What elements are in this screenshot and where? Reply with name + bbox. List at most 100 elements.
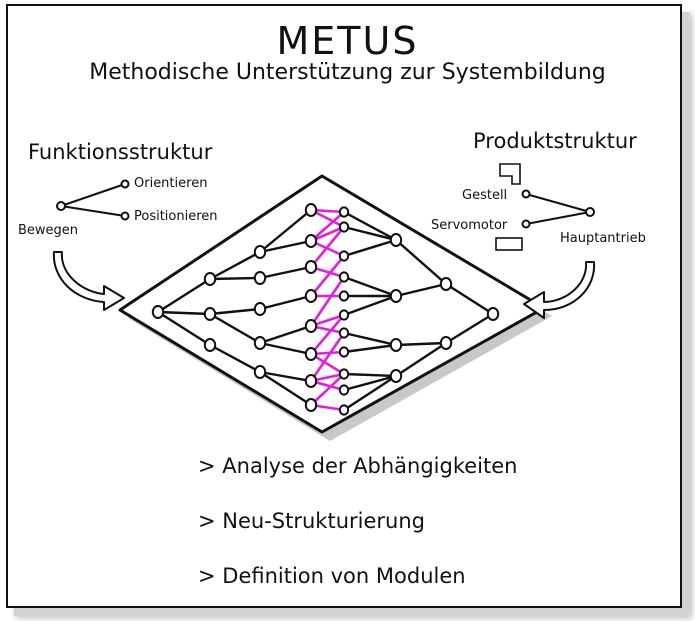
tree-node: [304, 398, 318, 412]
func-tree-edge: [60, 205, 126, 217]
tree-edge: [394, 341, 448, 347]
tree-node: [338, 206, 350, 218]
tree-node: [304, 260, 318, 274]
dependency-link: [309, 210, 346, 243]
function-label-orientieren: Orientieren: [134, 176, 208, 191]
tree-node: [338, 384, 350, 396]
tree-edge: [258, 370, 313, 383]
tree-node: [253, 271, 267, 285]
prod-tree-edge: [525, 211, 591, 225]
tree-node: [253, 365, 267, 379]
gestell-part-icon: [499, 163, 521, 185]
tree-edge: [342, 374, 398, 412]
tree-node: [304, 234, 318, 248]
tree-node: [338, 404, 350, 416]
tree-edge: [394, 238, 448, 286]
tree-edge: [394, 341, 448, 378]
dependency-link: [309, 331, 346, 383]
tree-edge: [258, 341, 313, 356]
function-structure-heading: Funktionsstruktur: [28, 140, 213, 164]
arrow-curved-left-icon: [523, 261, 596, 319]
tree-edge: [258, 239, 313, 254]
tree-node: [304, 374, 318, 388]
tree-edge: [156, 310, 212, 347]
tree-node: [304, 289, 318, 303]
tree-edge: [156, 310, 212, 316]
tree-edge: [342, 331, 398, 347]
function-tree: [56, 179, 130, 221]
tree-node: [338, 327, 350, 339]
tree-edges: [156, 208, 495, 412]
func-tree-edge: [60, 183, 126, 207]
tree-edge: [258, 370, 313, 407]
tree-edge: [156, 277, 212, 314]
tree-node: [304, 319, 318, 333]
tree-node: [253, 245, 267, 259]
tree-node: [203, 272, 217, 286]
tree-edge: [342, 210, 398, 242]
product-structure-heading: Produktstruktur: [473, 129, 637, 153]
dependency-link: [309, 372, 346, 407]
func-child-node: [120, 211, 130, 221]
tree-edge: [258, 324, 313, 345]
product-label-hauptantrieb: Hauptantrieb: [560, 231, 646, 246]
tree-edge: [444, 312, 495, 345]
servomotor-part-icon: [495, 237, 523, 251]
tree-edge: [258, 265, 313, 280]
tree-nodes: [151, 203, 500, 416]
tree-node: [304, 203, 318, 217]
tree-node: [253, 336, 267, 350]
tree-node: [338, 271, 350, 283]
product-label-gestell: Gestell: [462, 188, 508, 203]
tree-edge: [258, 208, 313, 254]
tree-node: [389, 338, 403, 352]
tree-node: [439, 336, 453, 350]
tree-edge: [342, 225, 398, 242]
tree-edge: [342, 343, 398, 354]
product-label-servomotor: Servomotor: [431, 218, 508, 233]
function-label-bewegen: Bewegen: [18, 223, 79, 238]
tree-node: [338, 309, 350, 321]
tree-node: [304, 347, 318, 361]
prod-tree-edge: [525, 193, 591, 213]
func-child-node: [120, 179, 130, 189]
arrow-curved-right-icon: [52, 251, 125, 311]
tree-edge: [444, 282, 495, 316]
tree-node: [338, 368, 350, 380]
dependency-link: [309, 352, 346, 376]
tree-node: [203, 307, 217, 321]
prod-root-node: [585, 207, 595, 217]
tree-node: [151, 305, 165, 319]
page-subtitle: Methodische Unterstützung zur Systembild…: [89, 60, 606, 85]
tree-node: [338, 290, 350, 302]
tree-node: [203, 338, 217, 352]
tree-node: [338, 221, 350, 233]
tree-edge: [208, 312, 262, 345]
tree-edge: [208, 250, 262, 281]
tree-edge: [208, 343, 262, 374]
tree-edge: [258, 294, 313, 311]
tree-node: [439, 277, 453, 291]
tree-edge: [342, 372, 398, 378]
tree-node: [389, 289, 403, 303]
prod-child-node: [521, 219, 531, 229]
tree-edge: [342, 238, 398, 258]
bullet-item: > Neu-Strukturierung: [198, 509, 425, 533]
tree-node: [389, 233, 403, 247]
bullet-item: > Definition von Modulen: [198, 564, 466, 588]
tree-node: [338, 250, 350, 262]
dependency-link: [309, 225, 346, 269]
function-label-positionieren: Positionieren: [134, 209, 218, 224]
tree-node: [338, 346, 350, 358]
product-tree: [495, 163, 595, 251]
dependency-link: [309, 275, 346, 328]
tree-edge: [208, 276, 262, 281]
diamond-outline: [118, 174, 546, 434]
tree-node: [389, 369, 403, 383]
tree-node: [253, 302, 267, 316]
metus-diamond: [118, 174, 552, 441]
prod-child-node: [521, 189, 531, 199]
tree-edge: [394, 282, 448, 298]
func-root-node: [56, 201, 66, 211]
